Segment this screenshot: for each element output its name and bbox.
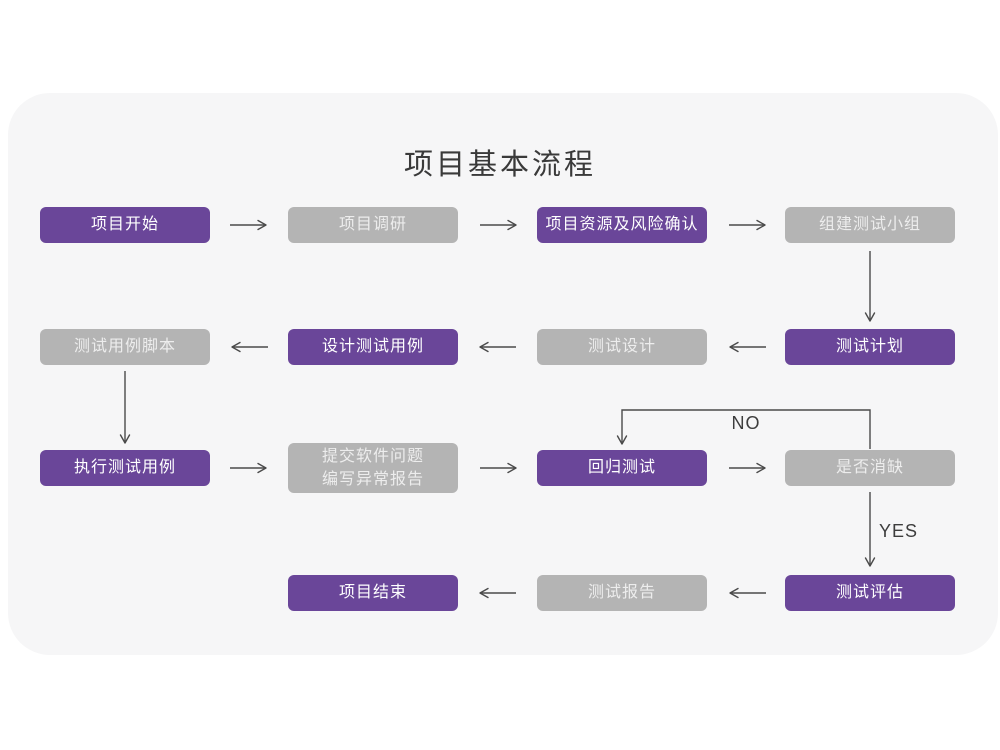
node-execute-test-cases: 执行测试用例 [40, 450, 210, 486]
node-build-test-team: 组建测试小组 [785, 207, 955, 243]
node-regression-test: 回归测试 [537, 450, 707, 486]
node-design-test-cases: 设计测试用例 [288, 329, 458, 365]
node-test-plan: 测试计划 [785, 329, 955, 365]
node-test-report: 测试报告 [537, 575, 707, 611]
node-test-evaluation: 测试评估 [785, 575, 955, 611]
edge-label-yes: YES [879, 521, 919, 541]
node-project-start: 项目开始 [40, 207, 210, 243]
node-defect-cleared: 是否消缺 [785, 450, 955, 486]
node-test-case-script: 测试用例脚本 [40, 329, 210, 365]
node-submit-issue-report: 提交软件问题 编写异常报告 [288, 443, 458, 493]
node-project-research: 项目调研 [288, 207, 458, 243]
flowchart-card [8, 93, 998, 655]
node-test-design: 测试设计 [537, 329, 707, 365]
node-resource-risk-confirm: 项目资源及风险确认 [537, 207, 707, 243]
node-project-end: 项目结束 [288, 575, 458, 611]
edge-label-no: NO [731, 413, 761, 433]
page-title: 项目基本流程 [403, 149, 596, 181]
